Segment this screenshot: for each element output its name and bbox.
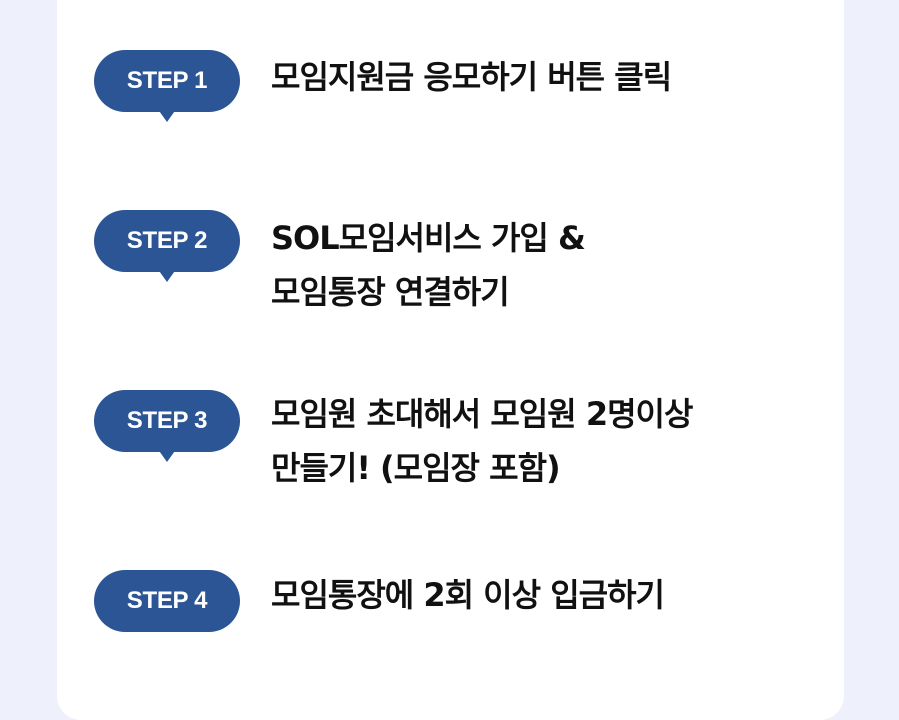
step-3-line-1: 모임원 초대해서 모임원 2명이상 (271, 395, 693, 433)
step-3-badge: STEP 3 (94, 390, 240, 462)
step-1-line-1: 모임지원금 응모하기 버튼 클릭 (271, 58, 672, 96)
speech-bubble-tail-icon (157, 448, 177, 462)
step-4-badge-label: STEP 4 (126, 587, 208, 614)
step-2-badge: STEP 2 (94, 210, 240, 282)
step-4-line-1: 모임통장에 2회 이상 입금하기 (271, 576, 665, 614)
step-1-badge-label: STEP 1 (126, 67, 208, 94)
step-2-description: SOL모임서비스 가입 & 모임통장 연결하기 (271, 211, 811, 319)
step-2-line-1: SOL모임서비스 가입 & (271, 219, 586, 257)
step-4-badge: STEP 4 (94, 570, 240, 632)
step-4-description: 모임통장에 2회 이상 입금하기 (271, 568, 811, 622)
step-2-badge-label: STEP 2 (126, 227, 208, 254)
step-3-badge-label: STEP 3 (126, 407, 208, 434)
step-1-description: 모임지원금 응모하기 버튼 클릭 (271, 50, 811, 104)
step-3-description: 모임원 초대해서 모임원 2명이상 만들기! (모임장 포함) (271, 387, 811, 495)
speech-bubble-tail-icon (157, 108, 177, 122)
step-2-line-2: 모임통장 연결하기 (271, 273, 510, 311)
step-1-badge: STEP 1 (94, 50, 240, 122)
step-3-line-2: 만들기! (모임장 포함) (271, 449, 561, 487)
speech-bubble-tail-icon (157, 268, 177, 282)
